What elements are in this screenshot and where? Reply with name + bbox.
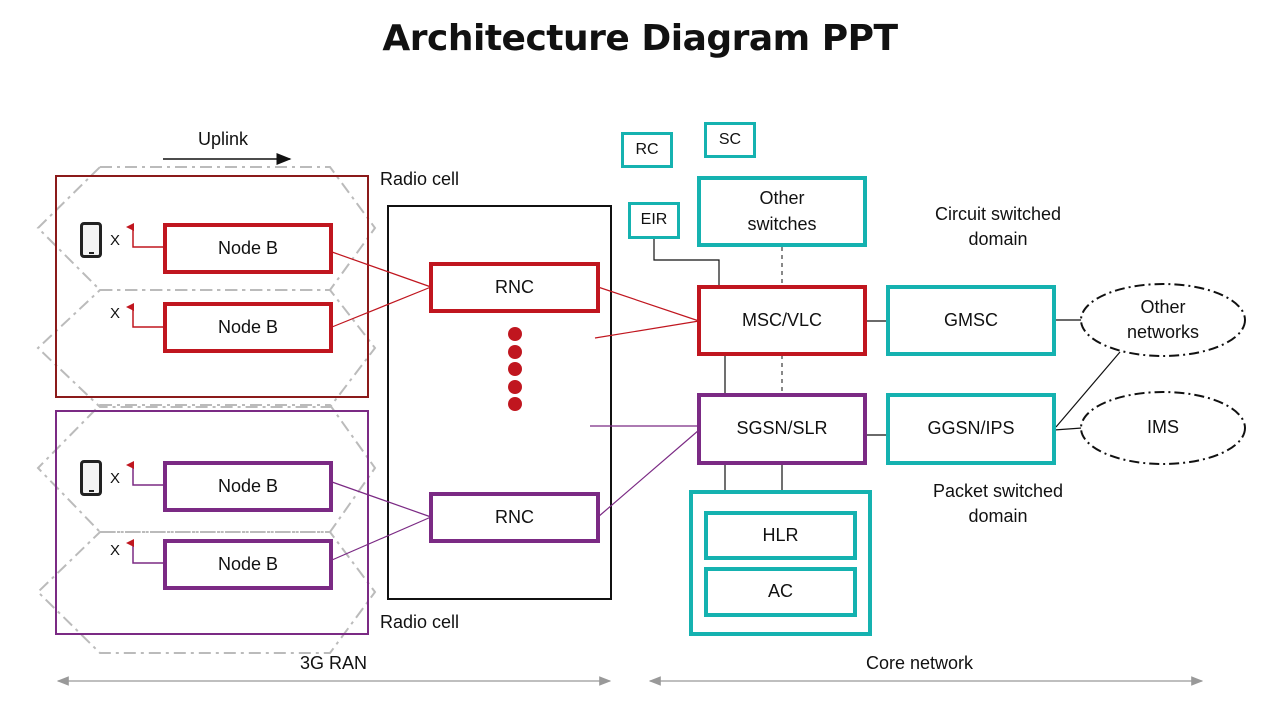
- link-ggsn-other-networks: [1055, 351, 1121, 428]
- ims-label[interactable]: IMS: [1146, 417, 1179, 438]
- circuit-switched-label: Circuit switched domain: [930, 204, 1066, 250]
- node-b-box[interactable]: Node B: [163, 539, 333, 590]
- rnc-box-bottom[interactable]: RNC: [429, 492, 600, 543]
- uplink-small-arrow: [126, 539, 165, 564]
- phone-icon: [80, 222, 102, 258]
- other-networks-ellipse: [1080, 283, 1246, 357]
- radio-cell-label-top: Radio cell: [380, 169, 460, 189]
- dot: [508, 397, 522, 411]
- node-b-box[interactable]: Node B: [163, 302, 333, 353]
- page-title: Architecture Diagram PPT: [382, 18, 898, 59]
- msc-vlc-box[interactable]: MSC/VLC: [697, 285, 867, 356]
- eir-box[interactable]: EIR: [628, 202, 680, 239]
- other-switches-box[interactable]: Other switches: [697, 176, 867, 247]
- x-mark: X: [110, 542, 121, 559]
- radio-cell-hex: [36, 289, 377, 408]
- cluster-frame-top: [55, 175, 369, 398]
- ims-ellipse: [1080, 391, 1246, 465]
- rnc-container: [387, 205, 612, 600]
- dot: [508, 379, 522, 394]
- dot: [508, 362, 522, 376]
- continuation-dots: [508, 327, 522, 415]
- uplink-label: Uplink: [198, 129, 249, 149]
- hlr-ac-frame: [689, 490, 872, 636]
- packet-switched-line1: Packet switched: [932, 481, 1064, 501]
- uplink-small-arrow: [126, 223, 165, 248]
- circuit-switched-line2: domain: [968, 229, 1028, 249]
- sc-box[interactable]: SC: [704, 122, 756, 158]
- other-networks-line1: Other: [1140, 296, 1186, 317]
- node-b-box[interactable]: Node B: [163, 461, 333, 512]
- other-networks-label[interactable]: Other networks: [1081, 284, 1245, 356]
- packet-switched-line2: domain: [968, 506, 1028, 526]
- radio-cell-hex: [36, 531, 377, 654]
- link-rnc-sgsn: [597, 429, 700, 518]
- radio-cell-label-bottom: Radio cell: [380, 612, 460, 632]
- dot: [508, 327, 522, 341]
- link-nodeb-rnc: [331, 516, 432, 561]
- link-nodeb-rnc: [331, 286, 432, 328]
- sgsn-slr-box[interactable]: SGSN/SLR: [697, 393, 867, 465]
- link-rnc-msc: [594, 320, 700, 339]
- ac-box[interactable]: AC: [704, 567, 857, 617]
- link-nodeb-rnc: [331, 481, 432, 518]
- radio-cell-outlines: [36, 166, 377, 654]
- hlr-box[interactable]: HLR: [704, 511, 857, 560]
- ggsn-ips-box[interactable]: GGSN/IPS: [886, 393, 1056, 465]
- link-rnc-msc: [597, 286, 700, 322]
- ran-label: 3G RAN: [300, 653, 368, 673]
- node-b-box[interactable]: Node B: [163, 223, 333, 274]
- other-networks-line2: networks: [1126, 322, 1200, 342]
- phone-icon: [80, 460, 102, 496]
- dot: [508, 344, 522, 359]
- other-switches-line1: Other: [759, 188, 805, 209]
- packet-switched-label: Packet switched domain: [930, 481, 1066, 527]
- x-mark: X: [110, 305, 121, 322]
- gmsc-box[interactable]: GMSC: [886, 285, 1056, 356]
- core-network-label: Core network: [866, 653, 974, 673]
- link-ggsn-ims: [1053, 427, 1083, 431]
- x-mark: X: [110, 232, 121, 249]
- cluster-frame-bottom: [55, 410, 369, 635]
- rnc-box-top[interactable]: RNC: [429, 262, 600, 313]
- rc-box[interactable]: RC: [621, 132, 673, 168]
- other-switches-line2: switches: [747, 213, 817, 234]
- uplink-small-arrow: [126, 303, 165, 328]
- x-mark: X: [110, 470, 121, 487]
- link-nodeb-rnc: [331, 251, 432, 288]
- uplink-small-arrow: [126, 461, 165, 486]
- link-eir-msc: [653, 238, 720, 287]
- circuit-switched-line1: Circuit switched: [934, 204, 1062, 224]
